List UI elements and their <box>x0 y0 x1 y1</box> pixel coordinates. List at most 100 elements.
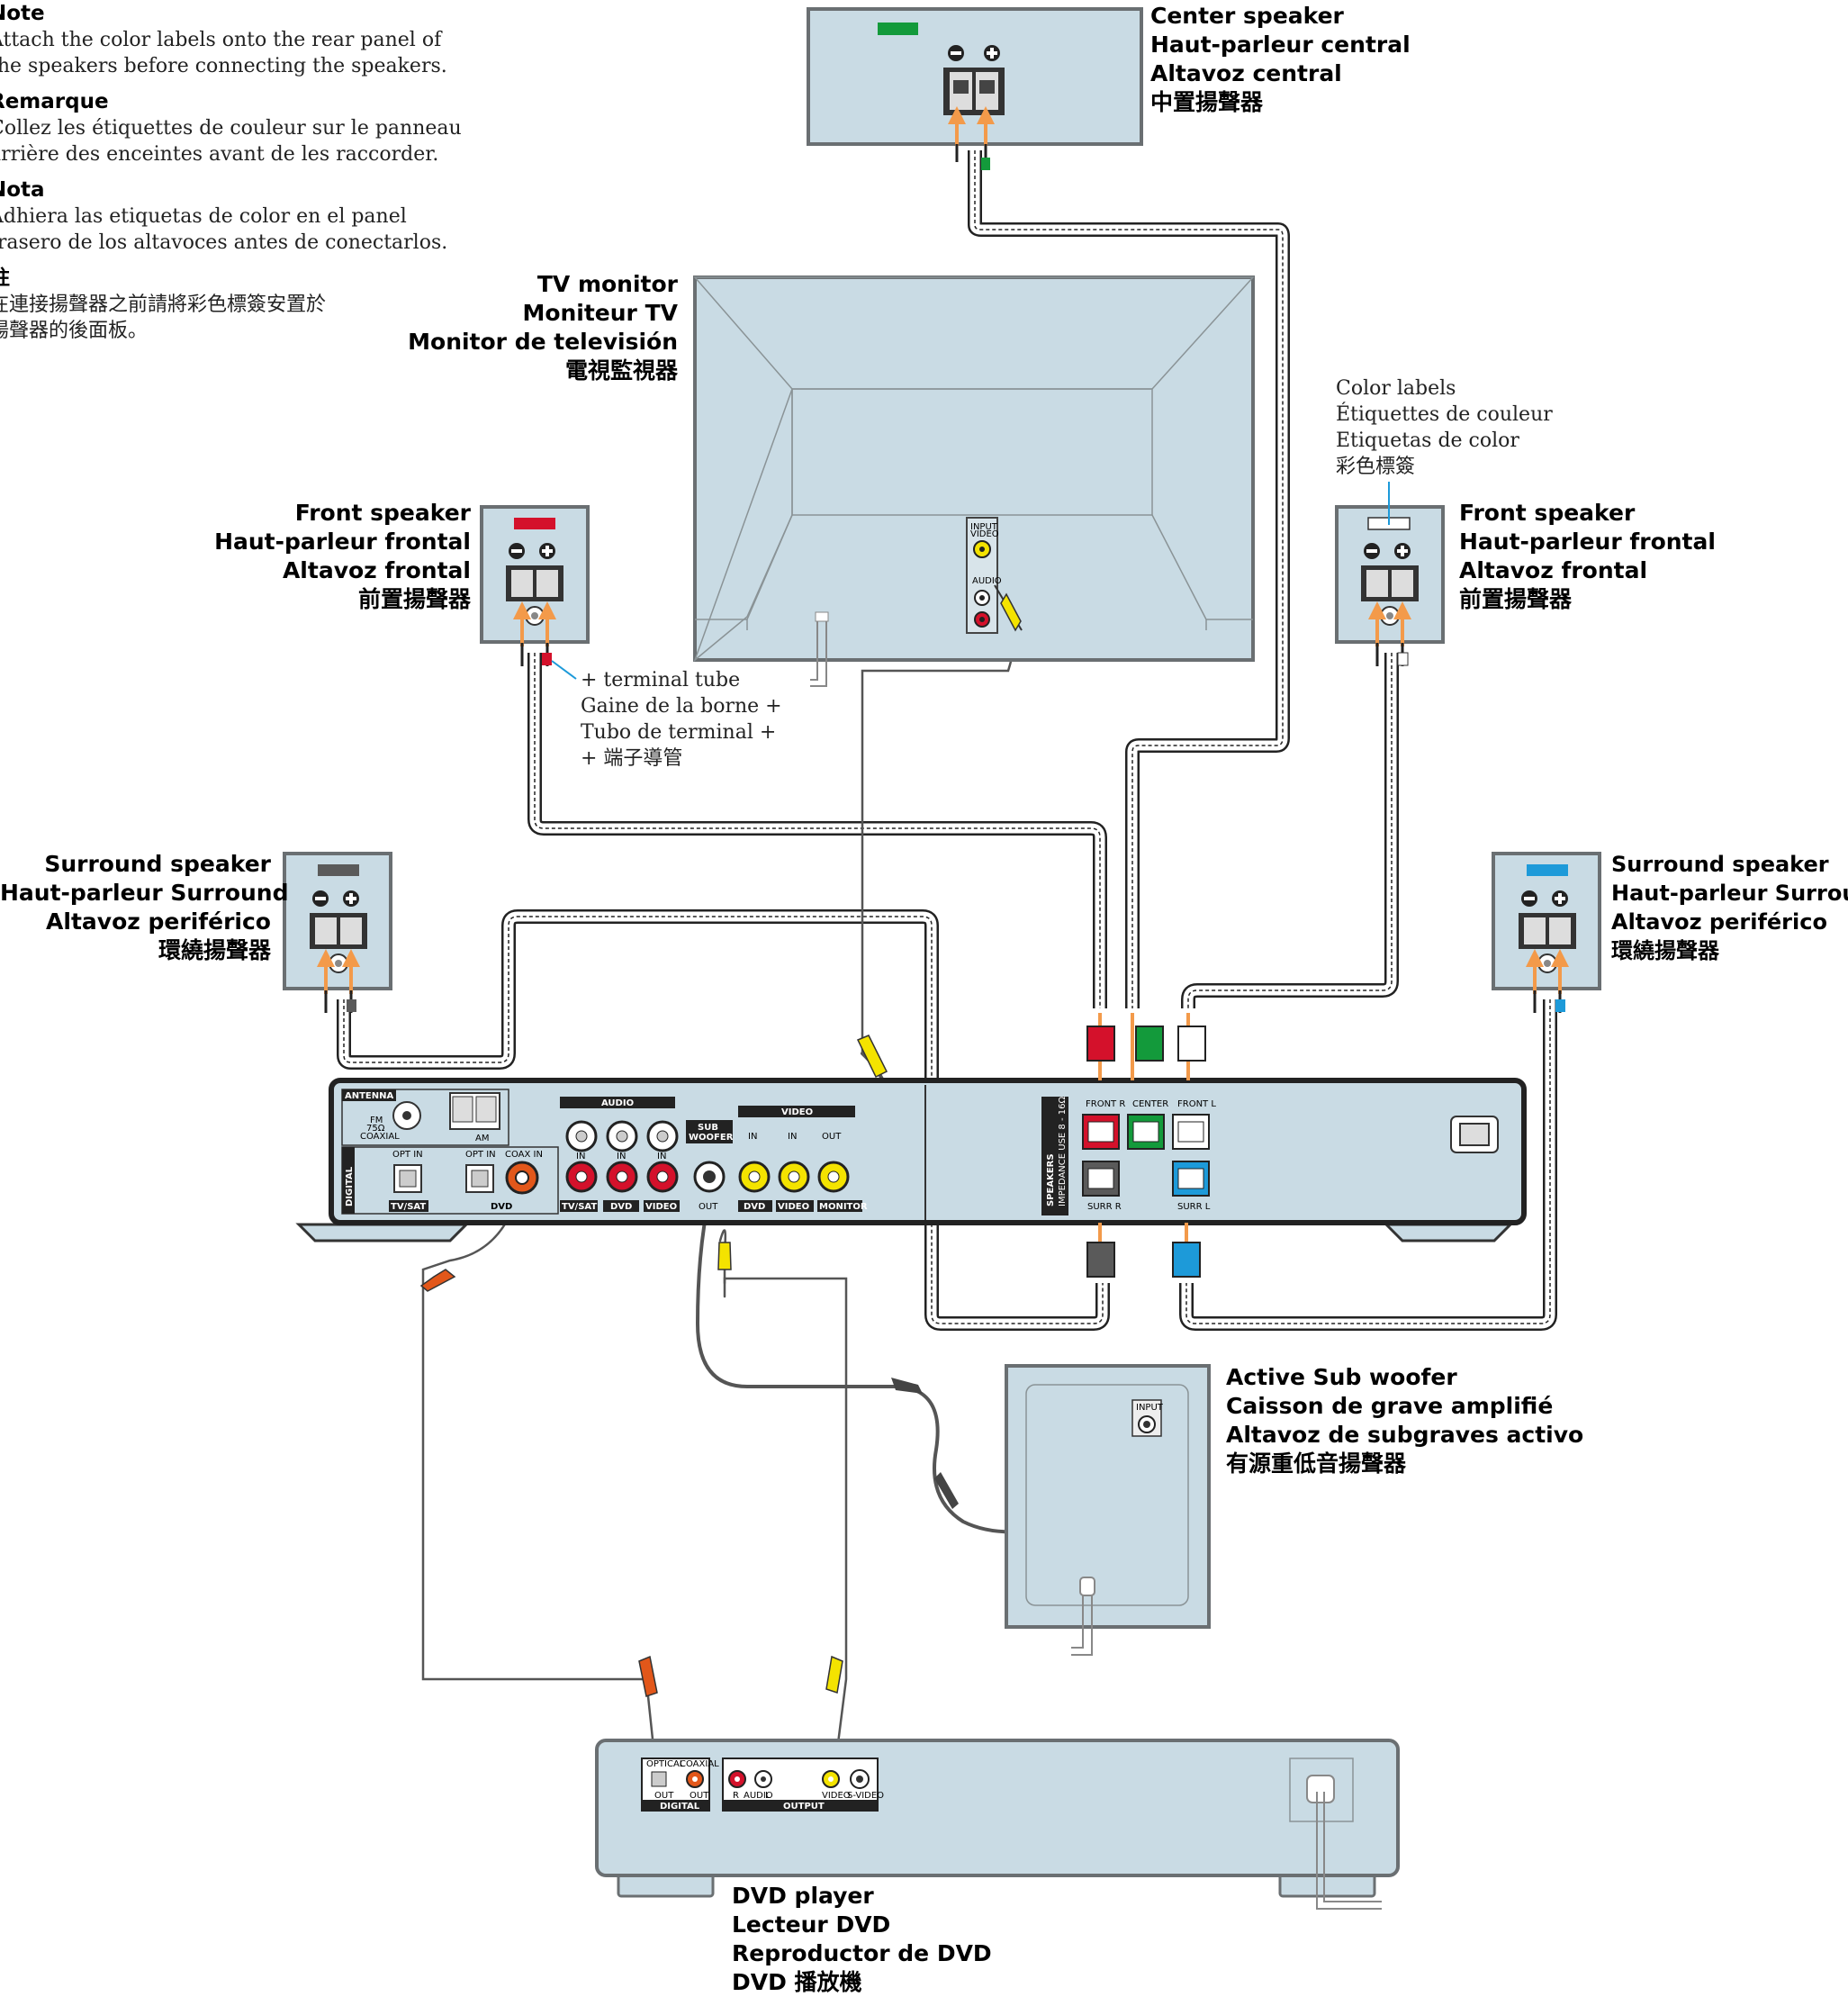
center-speaker-label-zh: 中置揚聲器 <box>1150 89 1264 115</box>
tv-monitor-label: TV monitor Moniteur TV Monitor de televi… <box>342 270 678 385</box>
center-label: CENTER <box>1132 1099 1168 1109</box>
audio-tvsat-label: TV/SAT <box>562 1202 597 1212</box>
surround-speaker-left-label: Surround speaker Haut-parleur Surround A… <box>0 850 289 965</box>
tvsat-digital-label: TV/SAT <box>391 1202 426 1212</box>
subwoofer-label-es: Altavoz de subgraves activo <box>1226 1422 1584 1448</box>
tv-input-label: INPUT <box>970 522 998 532</box>
terminal-tube-label: + terminal tube Gaine de la borne + Tubo… <box>581 667 782 772</box>
subwoofer-label-fr: Caisson de grave amplifié <box>1226 1393 1554 1419</box>
dvd-svideo-label: S-VIDEO <box>847 1791 884 1801</box>
color-labels-label-es: Etiquetas de color <box>1336 429 1519 452</box>
subwoofer-label-en: Active Sub woofer <box>1226 1364 1457 1390</box>
woofer-label: WOOFER <box>689 1133 734 1143</box>
surround-left-label-zh: 環繞揚聲器 <box>158 937 271 963</box>
sub-input-label: INPUT <box>1136 1403 1164 1413</box>
color-labels-label-en: Color labels <box>1336 377 1456 400</box>
front-speaker-right-label-zh: 前置揚聲器 <box>1459 586 1573 612</box>
note-body-fr-1: Collez les étiquettes de couleur sur le … <box>0 117 462 140</box>
video-out-label: OUT <box>822 1132 842 1142</box>
audio-in-3-label: IN <box>657 1152 666 1161</box>
note-body-es-2: trasero de los altavoces antes de conect… <box>0 231 448 254</box>
surround-speaker-right-label: Surround speaker Haut-parleur Surround A… <box>1611 850 1848 965</box>
note-block: Note Attach the color labels onto the re… <box>0 0 462 344</box>
dvd-player-label: DVD player Lecteur DVD Reproductor de DV… <box>732 1882 992 1997</box>
surr-r-label: SURR R <box>1087 1202 1122 1212</box>
coax-in-label: COAX IN <box>505 1150 543 1160</box>
surround-speaker-right <box>1492 852 1601 1013</box>
note-body-zh-2: 揚聲器的後面板。 <box>0 320 149 342</box>
surround-right-label-zh: 環繞揚聲器 <box>1611 938 1719 963</box>
note-heading-zh: 註 <box>0 265 457 292</box>
front-speaker-right-label: Front speaker Haut-parleur frontal Altav… <box>1459 499 1716 614</box>
fm-label: FM <box>370 1116 383 1125</box>
color-labels-label-fr: Étiquettes de couleur <box>1336 403 1553 426</box>
front-speaker-right-label-fr: Haut-parleur frontal <box>1459 529 1716 555</box>
surround-right-label-es: Altavoz periférico <box>1611 909 1827 935</box>
front-speaker-left-label-fr: Haut-parleur frontal <box>214 529 471 555</box>
terminal-tube-label-en: + terminal tube <box>581 669 741 691</box>
coaxial-label: COAXIAL <box>360 1132 400 1142</box>
center-speaker-label-en: Center speaker <box>1150 3 1344 29</box>
front-speaker-left-label-en: Front speaker <box>294 500 471 526</box>
video-monitor-label: MONITOR <box>819 1202 868 1212</box>
front-speaker-right-label-en: Front speaker <box>1459 500 1636 526</box>
sub-label: SUB <box>698 1123 718 1133</box>
speaker-cables <box>337 150 1557 1331</box>
audio-section-label: AUDIO <box>601 1098 634 1108</box>
video-section-label: VIDEO <box>781 1107 813 1117</box>
front-r-label: FRONT R <box>1086 1099 1125 1109</box>
front-speaker-left <box>480 505 590 680</box>
dvd-coaxial-label: COAXIAL <box>680 1759 719 1769</box>
front-speaker-right-label-es: Altavoz frontal <box>1459 557 1648 583</box>
dvd-video-label: VIDEO <box>822 1791 851 1801</box>
dvd-r-label: R <box>733 1791 739 1801</box>
dvd-out-1-label: OUT <box>654 1791 674 1801</box>
audio-video-label: VIDEO <box>645 1202 677 1212</box>
terminal-tube-label-es: Tubo de terminal + <box>581 721 777 744</box>
front-speaker-left-label-zh: 前置揚聲器 <box>357 586 471 612</box>
color-labels-label: Color labels Étiquettes de couleur Etiqu… <box>1336 375 1553 480</box>
surround-left-label-es: Altavoz periférico <box>46 908 271 935</box>
impedance-label: IMPEDANCE USE 8 - 16Ω <box>1058 1097 1068 1206</box>
front-l-label: FRONT L <box>1177 1099 1216 1109</box>
digital-label: DIGITAL <box>345 1166 355 1206</box>
antenna-label: ANTENNA <box>345 1091 393 1101</box>
surr-l-label: SURR L <box>1177 1202 1211 1212</box>
tv-monitor-label-es: Monitor de televisión <box>408 329 678 355</box>
note-body-es-1: Adhiera las etiquetas de color en el pan… <box>0 205 407 228</box>
front-speaker-left-label-es: Altavoz frontal <box>282 557 471 583</box>
terminal-tube-label-zh: + 端子導管 <box>581 747 683 770</box>
surround-right-label-en: Surround speaker <box>1611 852 1829 877</box>
center-speaker-label-fr: Haut-parleur central <box>1150 32 1411 58</box>
dvd-digital-label: DIGITAL <box>660 1802 700 1812</box>
surround-speaker-left <box>283 852 392 1013</box>
dvd-player-label-fr: Lecteur DVD <box>732 1911 891 1938</box>
speakers-label: SPEAKERS <box>1046 1153 1056 1206</box>
tv-video-label: VIDEO <box>970 529 999 539</box>
am-label: AM <box>475 1134 489 1143</box>
audio-dvd-label: DVD <box>610 1202 632 1212</box>
center-speaker <box>807 7 1143 170</box>
opt-in-tvsat-label: OPT IN <box>392 1150 423 1160</box>
surround-left-label-en: Surround speaker <box>44 851 271 877</box>
dvd-out-2-label: OUT <box>690 1791 709 1801</box>
center-speaker-label: Center speaker Haut-parleur central Alta… <box>1150 2 1411 117</box>
tv-monitor: INPUT VIDEO AUDIO <box>693 276 1255 687</box>
note-body-fr-2: arrière des enceintes avant de les racco… <box>0 143 439 166</box>
note-body-en-2: the speakers before connecting the speak… <box>0 55 447 77</box>
note-heading-fr: Remarque <box>0 90 109 113</box>
dvd-player-label-en: DVD player <box>732 1883 874 1909</box>
dvd-digital-label: DVD <box>491 1202 512 1212</box>
audio-in-1-label: IN <box>576 1152 585 1161</box>
front-speaker-right <box>1335 482 1445 666</box>
note-body-zh-1: 在連接揚聲器之前請將彩色標簽安置於 <box>0 294 327 316</box>
surround-right-label-fr: Haut-parleur Surround <box>1611 881 1848 906</box>
surround-left-label-fr: Haut-parleur Surround <box>0 880 289 906</box>
dvd-player-label-es: Reproductor de DVD <box>732 1940 992 1966</box>
receiver-rear-panel: ANTENNA FM 75Ω COAXIAL AM DIGITAL OPT IN… <box>295 1013 1527 1292</box>
video-video-label: VIDEO <box>778 1202 809 1212</box>
video-in-1-label: IN <box>748 1132 757 1142</box>
audio-in-2-label: IN <box>617 1152 626 1161</box>
tv-audio-label: AUDIO <box>972 576 1002 586</box>
